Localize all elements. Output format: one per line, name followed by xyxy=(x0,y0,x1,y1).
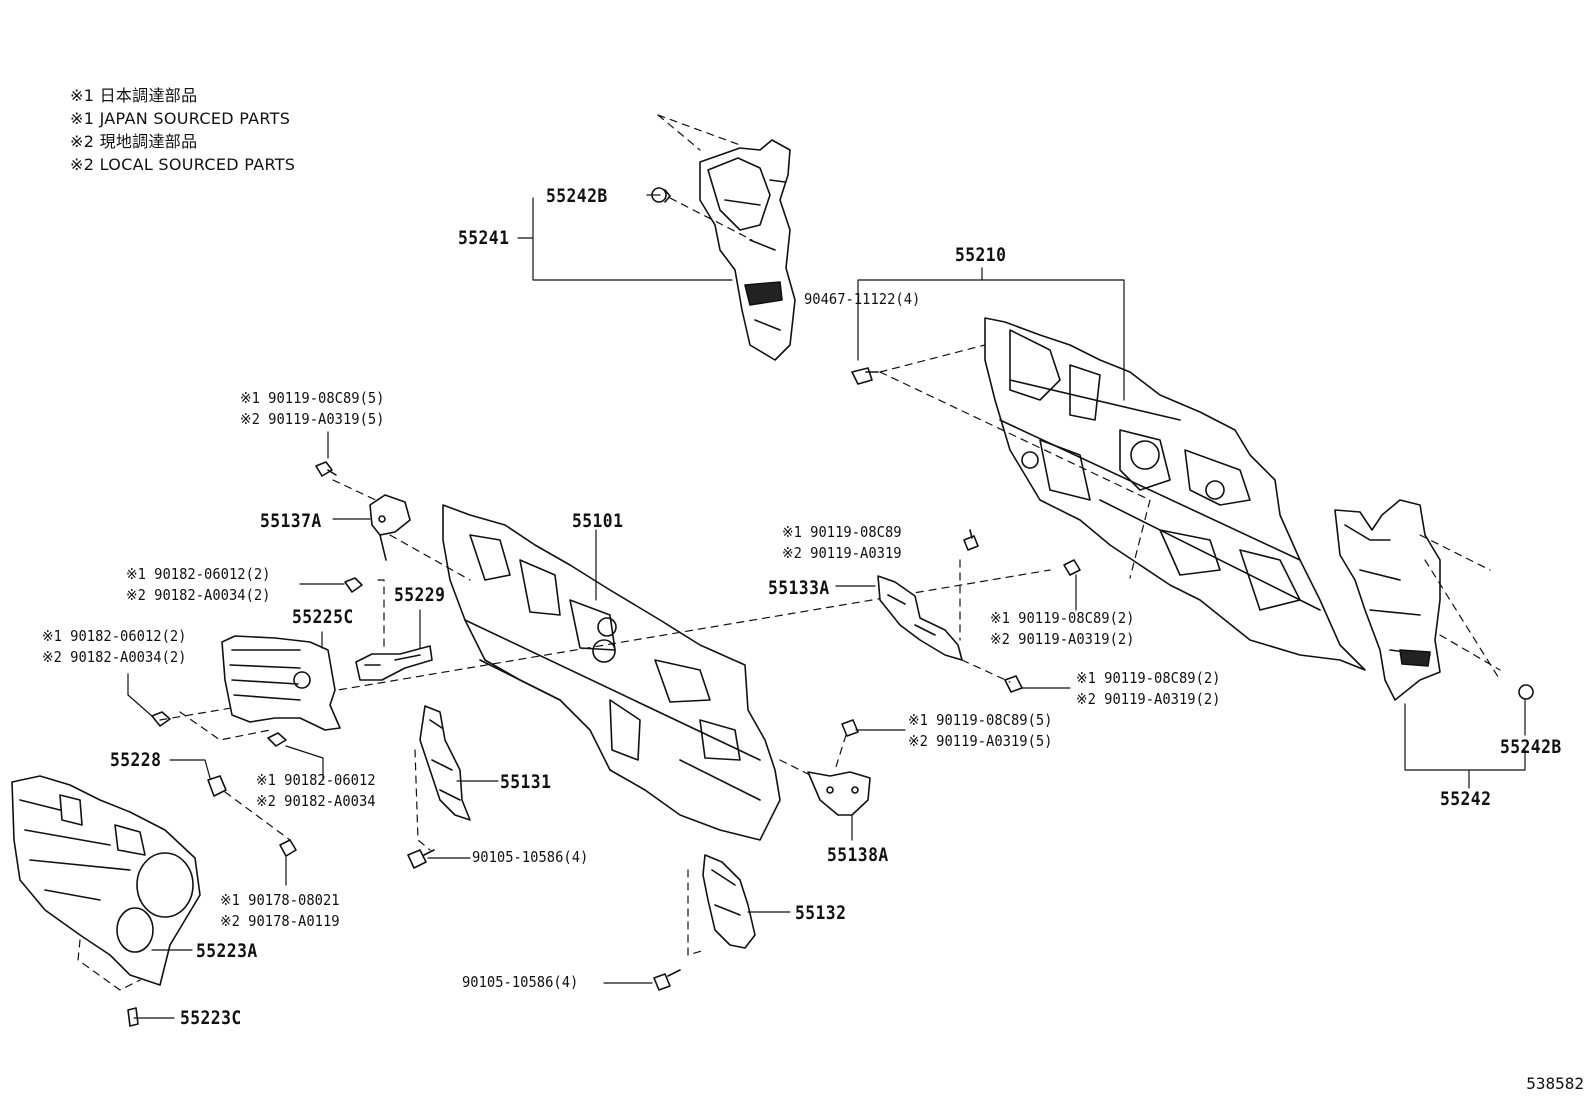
part-55242-shape xyxy=(1334,499,1441,701)
screw-1 xyxy=(407,849,435,869)
label-bolt-top-1: ※1 90119-08C89(5) xyxy=(240,389,385,407)
label-nut-c[interactable]: ※1 90182-06012 ※2 90182-A0034 xyxy=(256,770,376,812)
nut-c xyxy=(267,732,324,781)
label-55210[interactable]: 55210 xyxy=(955,244,1007,266)
label-bolt-top[interactable]: ※1 90119-08C89(5) ※2 90119-A0319(5) xyxy=(240,388,384,430)
label-bolt-right-b-1: ※1 90119-08C89(2) xyxy=(1076,669,1221,687)
leaders-55242 xyxy=(1404,534,1526,789)
label-55133A[interactable]: 55133A xyxy=(768,577,830,599)
label-55229[interactable]: 55229 xyxy=(394,584,446,606)
diagram-number: 538582 xyxy=(1526,1074,1584,1093)
leaders-55131 xyxy=(414,749,499,859)
label-nut-b[interactable]: ※1 90182-06012(2) ※2 90182-A0034(2) xyxy=(42,626,186,668)
label-55242B-top[interactable]: 55242B xyxy=(546,185,608,207)
label-nut-b-1: ※1 90182-06012(2) xyxy=(42,627,187,645)
legend-line-2: ※1 JAPAN SOURCED PARTS xyxy=(70,109,291,128)
leaders-55225C xyxy=(179,631,323,741)
label-55242[interactable]: 55242 xyxy=(1440,788,1492,810)
label-bolt-right-c-2: ※2 90119-A0319(5) xyxy=(908,732,1053,750)
label-nut-a-1: ※1 90182-06012(2) xyxy=(126,565,271,583)
label-bolt-right-a-2: ※2 90119-A0319(2) xyxy=(990,630,1135,648)
label-nut-c-1: ※1 90182-06012 xyxy=(256,771,376,789)
legend-line-1: ※1 日本調達部品 xyxy=(70,86,198,105)
label-bolt-mid-1: ※1 90119-08C89 xyxy=(782,523,902,541)
label-clip-90178[interactable]: ※1 90178-08021 ※2 90178-A0119 xyxy=(220,890,340,932)
part-55138A-shape xyxy=(807,771,871,816)
sourcing-legend: ※1 日本調達部品 ※1 JAPAN SOURCED PARTS ※2 現地調達… xyxy=(70,84,295,176)
label-55131[interactable]: 55131 xyxy=(500,771,552,793)
label-nut-a-2: ※2 90182-A0034(2) xyxy=(126,586,271,604)
nut-b xyxy=(127,673,171,727)
label-bolt-right-b-2: ※2 90119-A0319(2) xyxy=(1076,690,1221,708)
clip-55242B-right xyxy=(1518,684,1534,700)
part-55241-shape xyxy=(699,139,796,361)
label-55223A[interactable]: 55223A xyxy=(196,940,258,962)
bolt-right-a xyxy=(1063,559,1081,611)
leaders-55210 xyxy=(857,267,1151,579)
label-nut-b-2: ※2 90182-A0034(2) xyxy=(42,648,187,666)
label-screw-2[interactable]: 90105-10586(4) xyxy=(462,973,579,991)
bolt-top xyxy=(315,431,337,477)
clip-55242B-top xyxy=(651,187,671,203)
leaders-55241 xyxy=(517,114,753,281)
label-bolt-right-c[interactable]: ※1 90119-08C89(5) ※2 90119-A0319(5) xyxy=(908,710,1052,752)
leaders-55133A xyxy=(835,559,1011,683)
bolt-right-b xyxy=(1004,675,1071,693)
part-55223A-shape xyxy=(11,775,201,986)
label-55241[interactable]: 55241 xyxy=(458,227,510,249)
part-55133A-shape xyxy=(877,575,963,661)
label-55138A[interactable]: 55138A xyxy=(827,844,889,866)
clip-55223C xyxy=(127,1007,139,1027)
leaders-55137A xyxy=(332,479,471,581)
part-55137A-shape xyxy=(369,494,411,561)
leaders-55223 xyxy=(77,939,193,1019)
label-bolt-mid-2: ※2 90119-A0319 xyxy=(782,544,902,562)
label-screw-1[interactable]: 90105-10586(4) xyxy=(472,848,589,866)
label-55132[interactable]: 55132 xyxy=(795,902,847,924)
part-55225C-shape xyxy=(221,635,341,731)
label-90467-11122[interactable]: 90467-11122(4) xyxy=(804,290,921,308)
label-bolt-right-a[interactable]: ※1 90119-08C89(2) ※2 90119-A0319(2) xyxy=(990,608,1134,650)
screw-2 xyxy=(653,969,681,991)
nut-a xyxy=(299,577,363,593)
label-nut-c-2: ※2 90182-A0034 xyxy=(256,792,376,810)
part-55228-shape xyxy=(169,759,291,841)
part-55229-shape xyxy=(355,645,433,681)
leaders-55138A xyxy=(779,729,906,841)
label-bolt-mid[interactable]: ※1 90119-08C89 ※2 90119-A0319 xyxy=(782,522,902,564)
label-bolt-right-a-1: ※1 90119-08C89(2) xyxy=(990,609,1135,627)
label-clip-1: ※1 90178-08021 xyxy=(220,891,340,909)
label-55228[interactable]: 55228 xyxy=(110,749,162,771)
label-bolt-right-b[interactable]: ※1 90119-08C89(2) ※2 90119-A0319(2) xyxy=(1076,668,1220,710)
part-55101-shape xyxy=(442,504,781,841)
bolt-right-c xyxy=(841,719,859,737)
legend-line-3: ※2 現地調達部品 xyxy=(70,132,198,151)
label-55225C[interactable]: 55225C xyxy=(292,606,354,628)
part-55131-shape xyxy=(419,705,471,821)
legend-line-4: ※2 LOCAL SOURCED PARTS xyxy=(70,155,296,174)
clip-90467 xyxy=(851,367,879,385)
clip-90178 xyxy=(279,839,297,886)
label-55223C[interactable]: 55223C xyxy=(180,1007,242,1029)
label-bolt-right-c-1: ※1 90119-08C89(5) xyxy=(908,711,1053,729)
label-bolt-top-2: ※2 90119-A0319(5) xyxy=(240,410,385,428)
part-55210-shape xyxy=(984,317,1366,671)
leaders-55229 xyxy=(377,579,421,651)
leaders-55132 xyxy=(603,869,791,984)
label-55242B-right[interactable]: 55242B xyxy=(1500,736,1562,758)
label-clip-2: ※2 90178-A0119 xyxy=(220,912,340,930)
part-55132-shape xyxy=(702,854,756,949)
label-55101[interactable]: 55101 xyxy=(572,510,624,532)
bolt-mid xyxy=(963,529,979,551)
label-nut-a[interactable]: ※1 90182-06012(2) ※2 90182-A0034(2) xyxy=(126,564,270,606)
label-55137A[interactable]: 55137A xyxy=(260,510,322,532)
